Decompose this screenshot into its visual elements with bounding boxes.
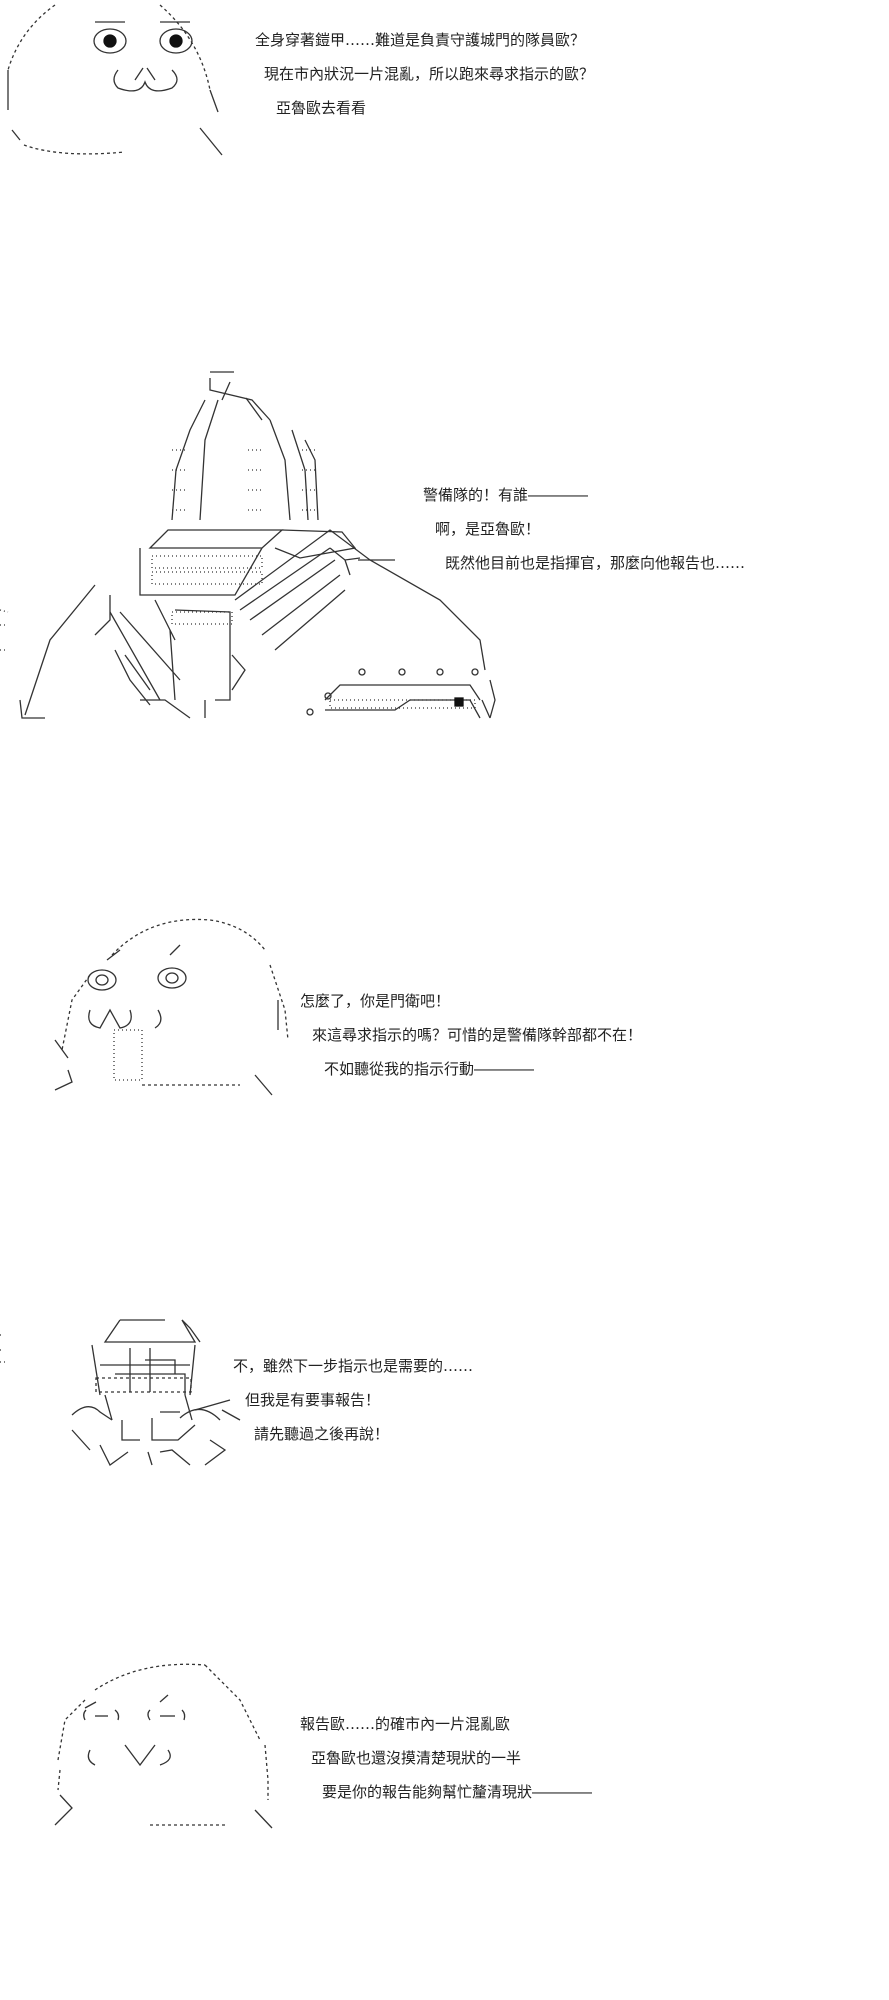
armored-guard-figure <box>0 371 496 719</box>
dialogue-line: 啊，是亞魯歐！ <box>435 520 541 538</box>
dialogue-line: 報告歐……的確市內一片混亂歐 <box>300 1715 511 1733</box>
dialogue-line: 不，雖然下一步指示也是需要的…… <box>233 1357 474 1375</box>
panel-5-dialogue: 報告歐……的確市內一片混亂歐 亞魯歐也還沒摸清楚現狀的一半 要是你的報告能夠幫忙… <box>300 1707 592 1809</box>
dialogue-line: 既然他目前也是指揮官，那麼向他報告也…… <box>445 554 746 572</box>
dialogue-line: 來這尋求指示的嗎？可惜的是警備隊幹部都不在！ <box>312 1026 643 1044</box>
panel-4-dialogue: 不，雖然下一步指示也是需要的…… 但我是有要事報告！ 請先聽過之後再說！ <box>233 1349 473 1451</box>
round-face-figure-3 <box>54 918 289 1096</box>
panel-1-dialogue: 全身穿著鎧甲……難道是負責守護城門的隊員歐？ 現在市內狀況一片混亂，所以跑來尋求… <box>255 23 594 125</box>
round-face-figure-1 <box>7 4 223 156</box>
dialogue-line: 警備隊的！有誰―――― <box>423 486 589 504</box>
dialogue-line: 要是你的報告能夠幫忙釐清現狀―――― <box>322 1783 593 1801</box>
dialogue-line: 亞魯歐也還沒摸清楚現狀的一半 <box>311 1749 522 1767</box>
dialogue-line: 全身穿著鎧甲……難道是負責守護城門的隊員歐？ <box>255 31 586 49</box>
dialogue-line: 怎麼了，你是門衛吧！ <box>300 992 451 1010</box>
panel-2-dialogue: 警備隊的！有誰―――― 啊，是亞魯歐！ 既然他目前也是指揮官，那麼向他報告也…… <box>423 478 745 580</box>
dialogue-line: 亞魯歐去看看 <box>276 99 367 117</box>
round-face-figure-5 <box>54 1663 273 1829</box>
panel-3-dialogue: 怎麼了，你是門衛吧！ 來這尋求指示的嗎？可惜的是警備隊幹部都不在！ 不如聽從我的… <box>300 984 642 1086</box>
dialogue-line: 不如聽從我的指示行動―――― <box>324 1060 535 1078</box>
helmeted-guard-figure <box>0 1319 241 1466</box>
dialogue-line: 請先聽過之後再說！ <box>254 1425 390 1443</box>
dialogue-line: 但我是有要事報告！ <box>245 1391 381 1409</box>
dialogue-line: 現在市內狀況一片混亂，所以跑來尋求指示的歐？ <box>264 65 595 83</box>
